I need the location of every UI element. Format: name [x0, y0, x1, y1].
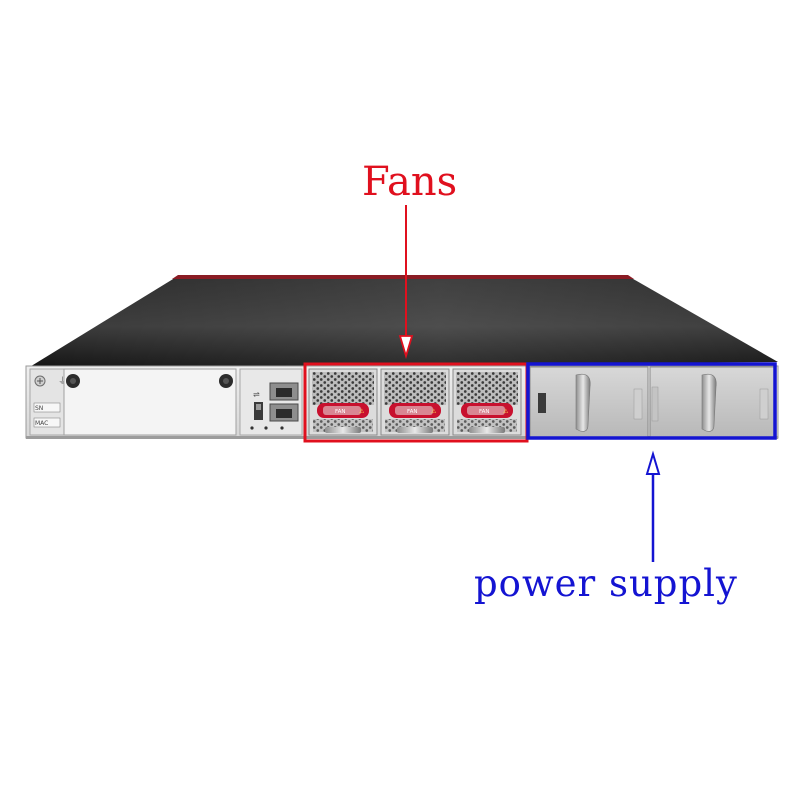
blank-filler-panel — [63, 368, 237, 436]
fans-label: Fans — [362, 159, 458, 205]
status-led — [250, 426, 254, 430]
fan-handle[interactable] — [469, 427, 505, 433]
fan-handle[interactable] — [397, 427, 433, 433]
warning-icon: ⚠ — [503, 408, 509, 415]
psu-handle[interactable] — [701, 373, 717, 432]
power-inlet[interactable] — [538, 393, 546, 413]
sn-tag: SN — [35, 405, 43, 412]
mac-tag: MAC — [35, 420, 48, 427]
fan-grille — [312, 372, 374, 405]
fan-module-label: FAN — [407, 409, 418, 415]
chassis-top-accent-edge — [172, 275, 634, 279]
fans-arrow — [398, 205, 414, 360]
fan-module-label: FAN — [335, 409, 346, 415]
fan-module: FAN ⚠ — [452, 368, 522, 436]
left-card-slot: ⏚ SN MAC — [29, 368, 237, 436]
warning-icon: ⚠ — [359, 408, 365, 415]
psu-latch[interactable] — [759, 388, 769, 420]
fan-grille — [384, 372, 446, 405]
fan-module: FAN ⚠ — [308, 368, 378, 436]
usb-port[interactable] — [254, 402, 263, 420]
power-supply-label: power supply — [474, 562, 738, 605]
management-port-area: ⇌ — [239, 368, 303, 436]
fan-handle[interactable] — [325, 427, 361, 433]
psu-handle[interactable] — [575, 373, 591, 432]
fan-grille — [456, 372, 518, 405]
power-supply-highlight-box — [526, 362, 777, 440]
ground-symbol-icon: ⏚ — [58, 376, 67, 387]
chassis-top — [28, 275, 778, 368]
power-supply-module — [649, 366, 775, 438]
usb-icon: ⇌ — [253, 390, 260, 399]
fan-module-label: FAN — [479, 409, 490, 415]
power-supply-arrow — [645, 450, 661, 562]
psu-latch[interactable] — [633, 388, 643, 420]
status-led — [280, 426, 284, 430]
warning-icon: ⚠ — [431, 408, 437, 415]
fan-module: FAN ⚠ — [380, 368, 450, 436]
power-supply-module — [529, 366, 649, 438]
status-led — [264, 426, 268, 430]
